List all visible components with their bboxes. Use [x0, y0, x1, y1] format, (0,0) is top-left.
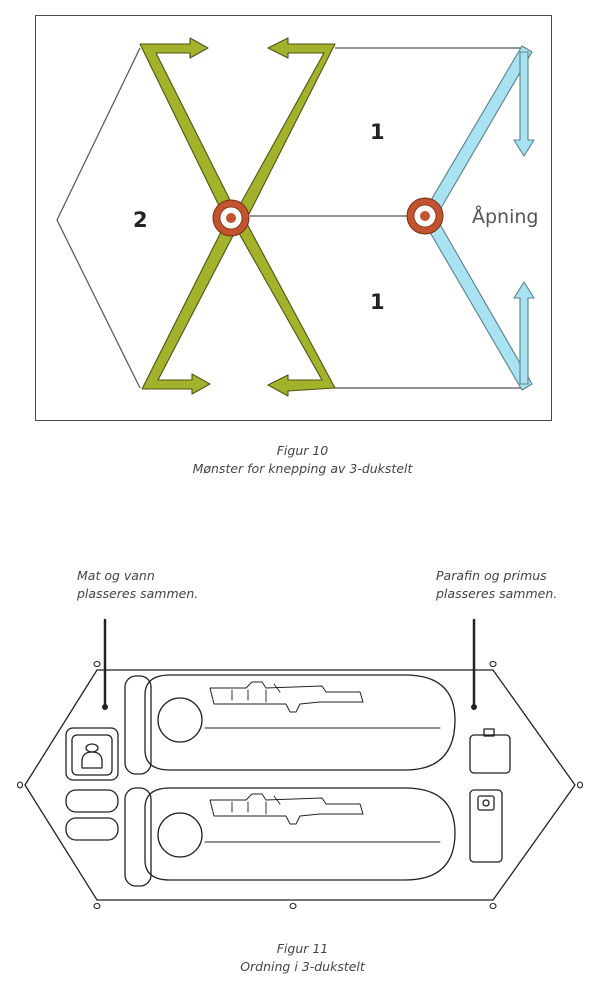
section-label-2: 2 [133, 208, 148, 232]
tent-pegs [16, 660, 584, 910]
note-right-line1: Parafin og primus [436, 568, 547, 583]
sleeping-bag-2 [124, 787, 456, 887]
figure-10-caption-text: Mønster for knepping av 3-dukstelt [192, 461, 413, 476]
tent-outline [56, 47, 523, 389]
note-left-line2: plasseres sammen. [77, 586, 199, 601]
food-water-items [65, 727, 119, 841]
section-label-1-top: 1 [370, 120, 385, 144]
sleeping-bag-1 [124, 674, 456, 775]
tent-buttoning-pattern-diagram [56, 37, 535, 397]
note-right-line2: plasseres sammen. [436, 586, 558, 601]
kerosene-primus-items [469, 728, 511, 863]
ring-right [406, 197, 444, 235]
figure-10-caption-title: Figur 10 [276, 443, 329, 458]
figure-11-caption-title: Figur 11 [276, 941, 329, 956]
note-left-line1: Mat og vann [77, 568, 155, 583]
section-label-1-bottom: 1 [370, 290, 385, 314]
opening-label: Åpning [472, 206, 539, 228]
green-strap-group [139, 37, 336, 397]
tent-floor-outline [24, 669, 576, 901]
tent-layout-drawing [16, 618, 584, 910]
figure-11-caption-text: Ordning i 3-dukstelt [240, 959, 365, 974]
figure-10-frame [35, 15, 552, 421]
ring-left [212, 199, 250, 237]
